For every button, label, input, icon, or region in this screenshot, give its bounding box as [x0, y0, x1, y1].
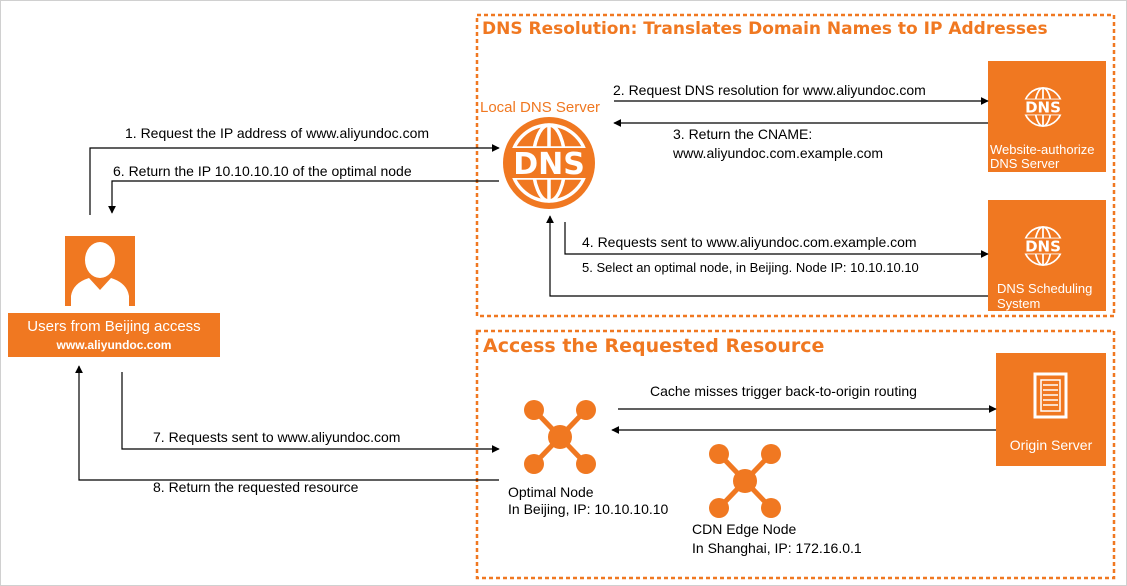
origin-box [996, 353, 1106, 466]
user-label-box [8, 313, 220, 357]
local-dns-label: Local DNS Server [480, 99, 601, 116]
origin-label: Origin Server [1009, 437, 1093, 453]
auth-dns-icon [1019, 83, 1067, 131]
optimal-node-label: Optimal Node [508, 484, 594, 500]
edge-node-ip: In Shanghai, IP: 172.16.0.1 [692, 540, 862, 556]
access-section-frame [475, 329, 1116, 580]
step7-label: 7. Requests sent to www.aliyundoc.com [153, 429, 401, 445]
step7-arrow [121, 372, 500, 453]
auth-dns-label-line2: DNS Server [990, 156, 1060, 171]
step5-label: 5. Select an optimal node, in Beijing. N… [582, 260, 919, 275]
optimal-node-ip: In Beijing, IP: 10.10.10.10 [508, 501, 669, 517]
dns-section-frame [475, 13, 1116, 318]
edge-node-icon [709, 444, 781, 518]
step4-label: 4. Requests sent to www.aliyundoc.com.ex… [582, 234, 917, 250]
step5-arrow [546, 215, 988, 297]
step2-label: 2. Request DNS resolution for www.aliyun… [613, 82, 926, 98]
step6-label: 6. Return the IP 10.10.10.10 of the opti… [113, 163, 412, 179]
step8-arrow [75, 365, 499, 481]
step1-label: 1. Request the IP address of www.aliyund… [125, 125, 430, 141]
step3-label-line2: www.aliyundoc.com.example.com [673, 145, 884, 161]
server-icon [1033, 372, 1068, 419]
optimal-node-icon [524, 400, 596, 474]
user-label-line2: www.aliyundoc.com [56, 338, 172, 352]
sched-dns-label-line1: DNS Scheduling [997, 281, 1093, 296]
user-icon [71, 242, 129, 306]
step3-label-line1: 3. Return the CNAME: [673, 126, 813, 142]
dns-section-title: DNS Resolution: Translates Domain Names … [482, 19, 1048, 39]
step6-arrow [108, 180, 499, 214]
step8-label: 8. Return the requested resource [153, 479, 359, 495]
access-section-title: Access the Requested Resource [483, 335, 825, 357]
cache-miss-label: Cache misses trigger back-to-origin rout… [650, 383, 917, 399]
user-label-line1: Users from Beijing access [27, 318, 201, 335]
sched-dns-icon [1019, 222, 1067, 270]
auth-dns-label-line1: Website-authorize [990, 142, 1095, 157]
step1-arrow [89, 144, 500, 215]
sched-dns-label-line2: System [997, 296, 1041, 311]
step4-arrow [564, 222, 989, 258]
local-dns-globe-icon [501, 115, 597, 211]
edge-node-label: CDN Edge Node [692, 521, 797, 537]
